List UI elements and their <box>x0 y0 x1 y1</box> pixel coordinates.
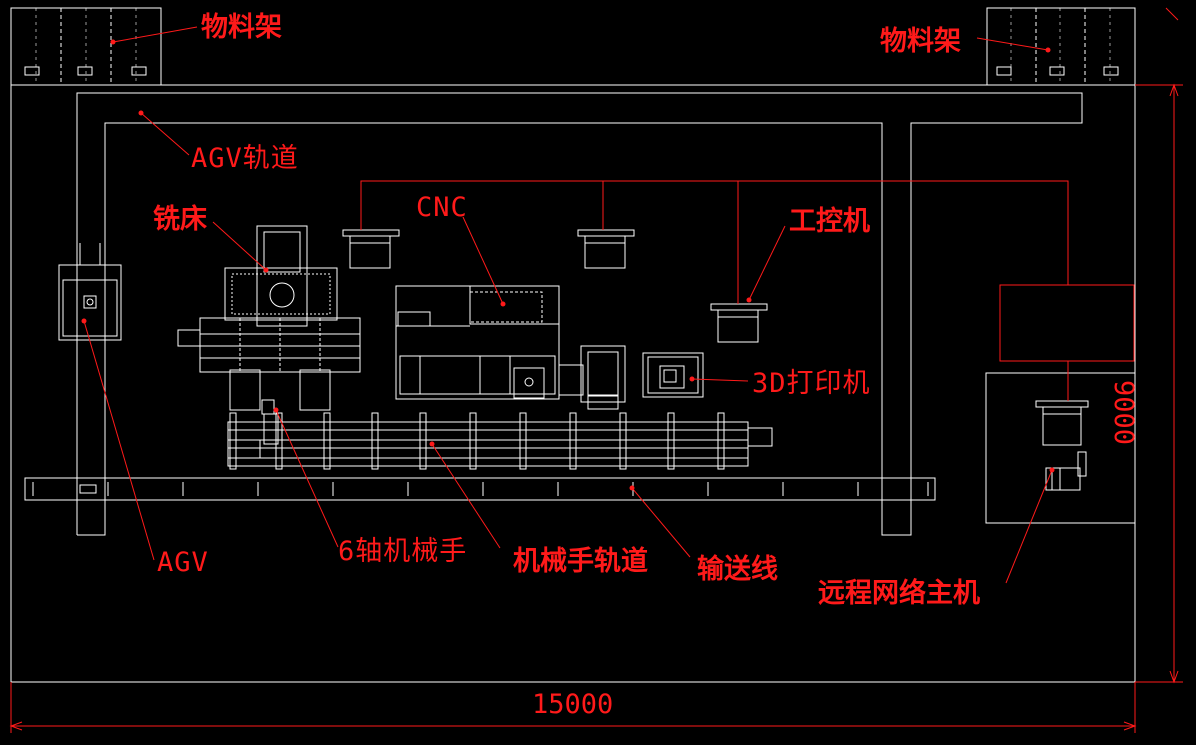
label-remote-host: 远程网络主机 <box>818 578 980 609</box>
dimension-lines <box>9 7 1183 733</box>
label-3d-printer: 3D打印机 <box>752 368 871 399</box>
material-rack-right <box>986 7 1136 86</box>
material-rack-left <box>10 7 162 86</box>
label-six-axis-robot: 6轴机械手 <box>338 536 468 567</box>
remote-host-box <box>999 284 1135 362</box>
dimension-height: 9000 <box>1108 380 1139 446</box>
label-robot-track: 机械手轨道 <box>513 546 648 577</box>
label-material-rack-left: 物料架 <box>201 12 282 43</box>
industrial-pc-2 <box>577 229 635 269</box>
label-agv: AGV <box>157 547 209 578</box>
label-conveyor-line: 输送线 <box>697 554 778 585</box>
leader-lines <box>83 26 1053 584</box>
cnc-machine <box>395 285 626 410</box>
dimension-width: 15000 <box>532 689 614 720</box>
agv-track-outline <box>76 92 1083 536</box>
conveyor-line <box>24 477 936 501</box>
industrial-pc-3 <box>710 303 768 343</box>
robot-track-posts <box>229 412 725 470</box>
label-material-rack-right: 物料架 <box>880 26 961 57</box>
six-axis-robot <box>259 399 283 459</box>
label-industrial-pc: 工控机 <box>789 206 870 237</box>
agv-vehicle <box>58 243 122 341</box>
label-milling-machine: 铣床 <box>153 204 207 235</box>
3d-printer <box>642 352 704 398</box>
network-cabling <box>360 180 1069 401</box>
robot-track <box>227 412 773 470</box>
remote-host-area <box>985 372 1136 524</box>
label-agv-track: AGV轨道 <box>191 143 299 174</box>
industrial-pc-remote <box>1035 400 1089 446</box>
label-cnc: CNC <box>416 192 468 223</box>
industrial-pc-1 <box>342 229 400 269</box>
milling-machine <box>177 225 361 411</box>
